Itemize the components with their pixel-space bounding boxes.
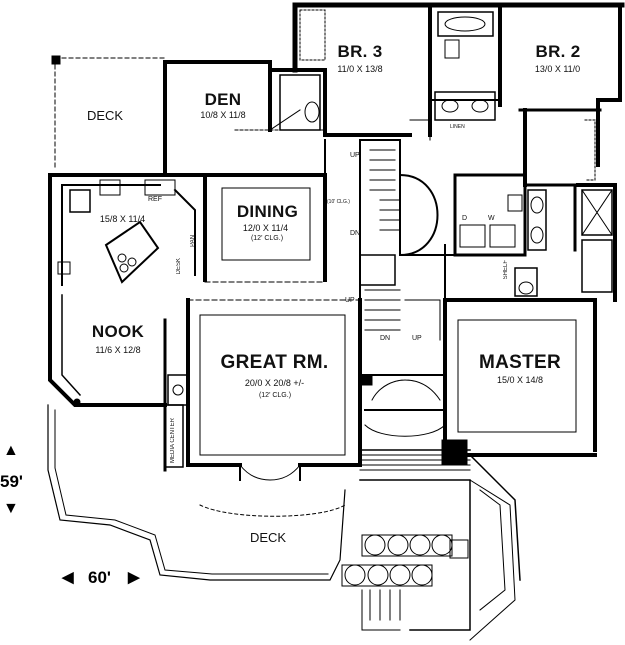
dryer-label: D	[462, 215, 468, 222]
br3-size: 11/0 X 13/8	[337, 64, 383, 74]
deck-bottom-outline	[47, 404, 346, 581]
deck-bottom-name: DECK	[249, 530, 287, 545]
deck-top-name: DECK	[86, 108, 124, 123]
stair-dn-2: DN	[380, 335, 391, 342]
deck-top-outline	[51, 55, 166, 171]
great-room-ceiling: (12' CLG.)	[258, 392, 292, 399]
washer-label: W	[488, 215, 495, 222]
master-name: MASTER	[478, 352, 562, 373]
linen-label: LINEN	[450, 124, 465, 130]
nook-size: 11/6 X 12/8	[95, 345, 141, 355]
dining-size: 12/0 X 11/4	[242, 223, 289, 233]
upper-bedroom-wing	[292, 2, 625, 167]
front-porch	[341, 449, 521, 641]
nook-name: NOOK	[91, 322, 145, 341]
den-size: 10/8 X 11/8	[200, 110, 246, 120]
great-room-walls	[164, 298, 373, 481]
den-name: DEN	[204, 90, 242, 109]
arrow-down-icon: ▼	[3, 500, 19, 517]
great-room-size: 20/0 X 20/8 +/-	[244, 378, 305, 388]
br2-size: 13/0 X 11/0	[534, 64, 581, 74]
master-bath-walls	[514, 108, 617, 302]
stair-up-2: UP	[345, 297, 355, 304]
planters	[341, 534, 453, 587]
nook-walls	[48, 288, 167, 472]
stair-hall	[359, 119, 439, 331]
arrow-up-icon: ▲	[3, 442, 19, 459]
desk-label: DESK	[176, 258, 182, 275]
arrow-right-icon: ▶	[128, 569, 140, 586]
br3-name: BR. 3	[337, 42, 383, 61]
dining-walls	[203, 173, 327, 283]
kitchen-walls	[48, 173, 196, 292]
width-dimension: 60'	[88, 568, 111, 587]
kitchen-size: 15/8 X 11/4	[99, 214, 146, 224]
dining-name: DINING	[236, 202, 299, 221]
media-center-label: MEDIA CENTER	[170, 418, 176, 464]
arrow-left-icon: ◀	[62, 569, 74, 586]
stair-up-3: UP	[412, 335, 422, 342]
master-size: 15/0 X 14/8	[496, 375, 544, 385]
great-room-name: GREAT RM.	[220, 352, 329, 373]
dining-ceiling: (12' CLG.)	[250, 235, 284, 242]
stair-up-1: UP	[350, 152, 360, 159]
stair-dn-1: DN	[350, 230, 361, 237]
ref-label: REF	[148, 196, 162, 203]
ceiling-10-label: (10' CLG.)	[327, 199, 350, 205]
br2-name: BR. 2	[535, 42, 581, 61]
interior-partitions	[234, 129, 456, 341]
depth-dimension: 59'	[0, 472, 23, 491]
shelf-label: SHELF	[503, 260, 509, 280]
foyer-walls	[359, 374, 446, 437]
laundry-walls	[453, 173, 527, 257]
pan-label: PAN	[190, 235, 196, 247]
